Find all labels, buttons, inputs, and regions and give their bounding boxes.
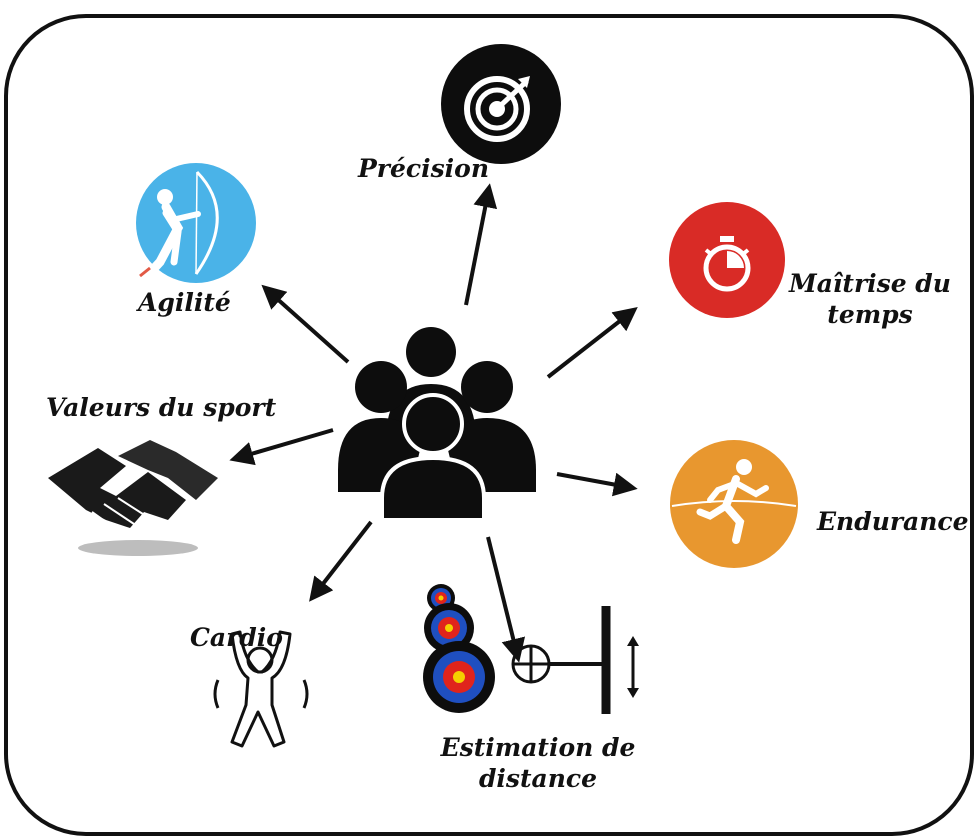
arrow-precision [464, 183, 498, 306]
label-time-line1: Maîtrise du [789, 269, 951, 298]
group-icon [338, 327, 536, 522]
arrow-endurance [556, 472, 638, 497]
label-distance: Estimation de distance [418, 732, 658, 795]
label-endurance: Endurance [817, 507, 969, 536]
jumping-person-icon [213, 630, 309, 748]
stopwatch-icon [669, 202, 785, 318]
label-distance-line1: Estimation de [440, 733, 636, 762]
arrow-values [229, 428, 334, 466]
label-cardio: Cardio [190, 623, 283, 652]
label-time-line2: temps [827, 300, 913, 330]
runner-icon [670, 440, 798, 568]
label-distance-line2: distance [478, 764, 598, 794]
arrow-distance [486, 536, 526, 663]
target-icon [441, 44, 561, 164]
sight-icon [511, 606, 639, 714]
archer-icon [136, 163, 256, 283]
arrow-time [546, 307, 638, 379]
frame-border [4, 14, 974, 836]
label-agility: Agilité [138, 288, 231, 317]
label-precision: Précision [358, 154, 490, 183]
label-values: Valeurs du sport [46, 393, 277, 422]
arrows [229, 183, 638, 663]
arrow-agility [261, 284, 350, 364]
label-time: Maîtrise du temps [785, 268, 955, 331]
handshake-icon [48, 440, 218, 556]
archery-targets-icon [423, 584, 495, 713]
arrow-cardio [309, 520, 373, 602]
